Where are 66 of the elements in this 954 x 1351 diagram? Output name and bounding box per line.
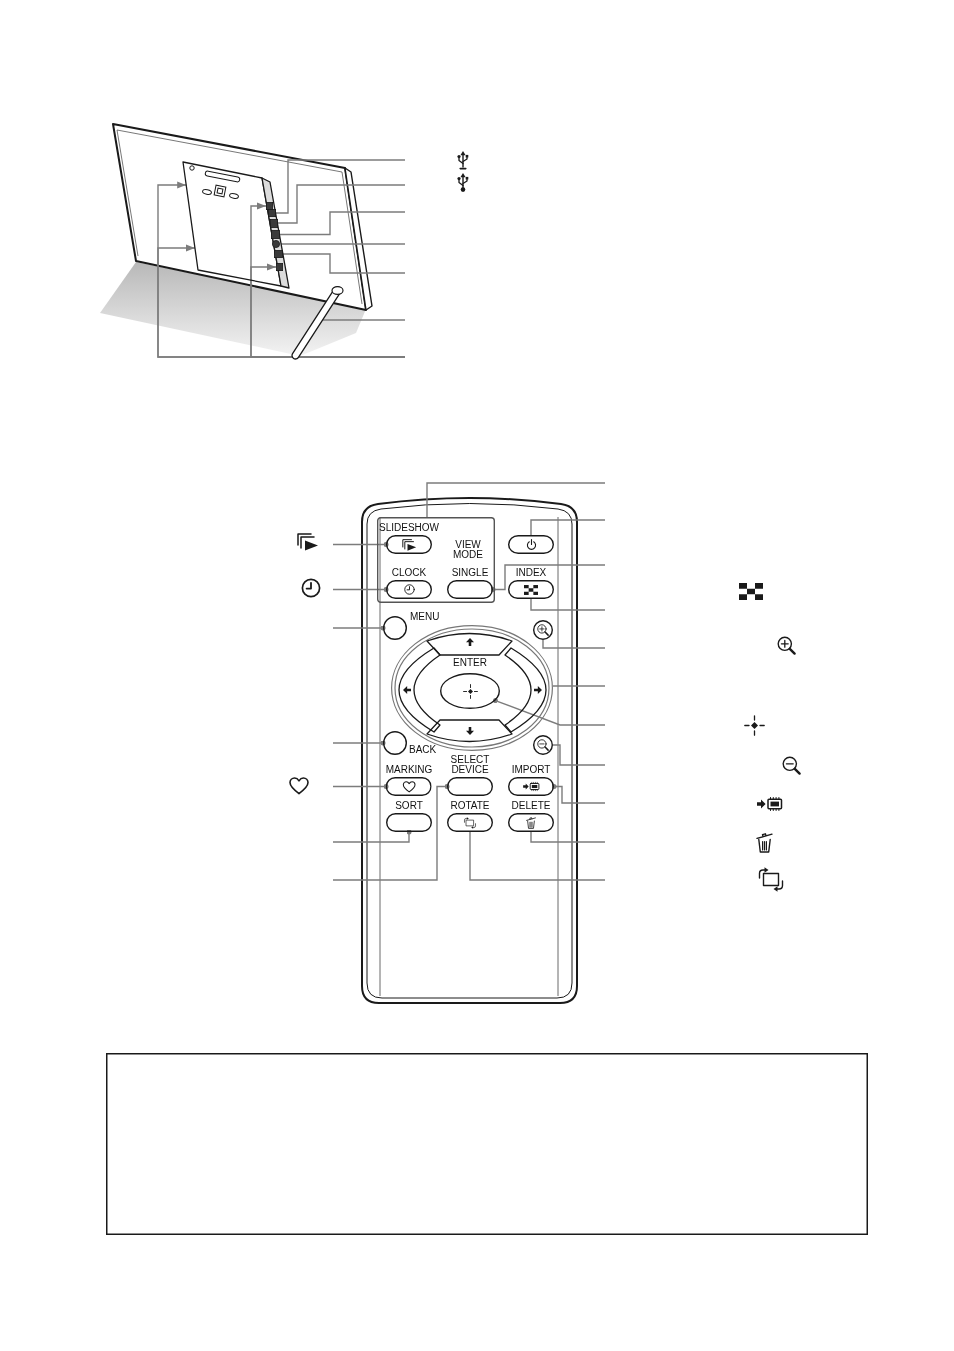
blank-panel [106,1053,868,1235]
arrow-key [427,720,512,743]
button-label: SINGLE [451,568,489,578]
button-label: BACK [409,745,437,755]
side-notch [266,202,273,210]
remote-button [386,568,432,599]
button-label: CLOCK [391,568,427,578]
button-group-frame [377,517,495,603]
leader-line [332,542,389,547]
button-label: DELETE [511,801,551,811]
leader-line [321,319,406,321]
leader-line [530,519,606,536]
button-label: INDEX [515,568,547,578]
leader-line [552,744,606,766]
remote-button [385,765,433,796]
remote-button [386,801,432,832]
button-label: SLIDESHOW [379,523,439,533]
leader-line [332,784,389,789]
button-label: SELECT DEVICE [449,755,491,775]
remote-button [447,755,493,796]
arrow-key [427,632,512,655]
round-button [383,731,439,757]
leader-line [469,831,606,881]
remote-button [447,801,493,832]
group-label: VIEW MODE [452,540,484,560]
connector-port [270,219,278,228]
leader-line [551,784,606,804]
remote-button [379,523,439,554]
round-jack [272,240,280,248]
arrow-key [505,648,548,732]
side-notch [276,263,283,271]
leader-line [492,698,606,726]
button-label: MARKING [385,765,433,775]
leader-line [277,184,406,224]
leader-line [332,784,450,881]
remote-button [508,765,554,796]
button-label: IMPORT [511,765,551,775]
enter-button [440,658,500,709]
button-label: ROTATE [450,801,490,811]
remote-button [508,568,554,599]
leader-line [279,211,406,236]
leader-line [530,598,606,611]
remote-button [508,801,554,832]
leader-line [332,625,386,631]
leader-line [490,564,606,592]
leader-line [332,740,386,746]
leader-line [426,482,606,518]
leader-line [282,253,406,274]
connector-port [268,209,276,217]
arrow-key [397,648,440,732]
button-label: ENTER [452,658,488,668]
leader-line [530,831,606,843]
leader-line [332,587,389,592]
power-button [508,535,554,554]
stand-rod [288,283,344,362]
button-label: SORT [395,801,423,811]
direction-pad-ring [391,625,553,751]
leader-line [275,159,406,214]
remote-button [447,568,493,599]
leader-line [552,685,606,687]
button-label: MENU [410,612,440,622]
connector-port [271,230,280,239]
rear-housing [183,162,290,289]
leader-line [542,639,606,649]
connector-port [274,250,283,258]
leader-line [332,829,412,843]
